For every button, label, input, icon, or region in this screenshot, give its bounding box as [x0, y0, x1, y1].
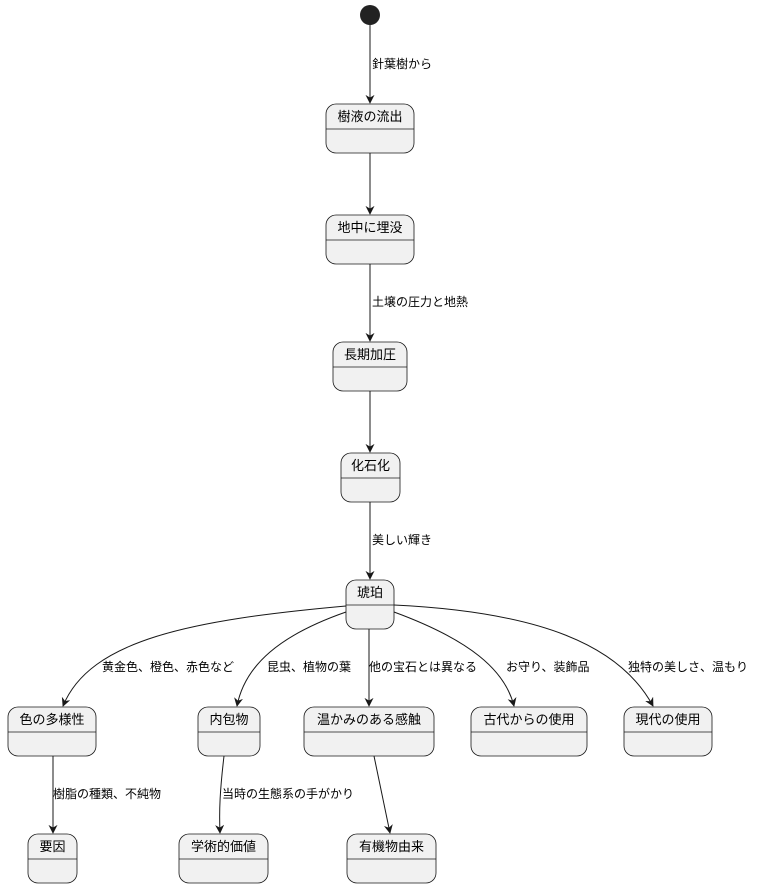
state-label: 琥珀 [357, 586, 383, 601]
state-box [623, 706, 713, 757]
transition-label: お守り、装飾品 [506, 660, 590, 674]
state-label: 有機物由来 [359, 840, 424, 855]
transition-label: 当時の生態系の手がかり [222, 786, 354, 801]
state-label: 要因 [39, 840, 65, 855]
transition-amber-warmth: 他の宝石とは異なる [364, 629, 477, 707]
transition-inclusions-academic: 当時の生態系の手がかり [215, 755, 354, 834]
transition-label: 樹脂の種類、不純物 [53, 786, 161, 801]
state-node-ancient: 古代からの使用 [470, 706, 588, 757]
state-node-cause: 要因 [27, 833, 78, 884]
transition-label: 昆虫、植物の葉 [267, 659, 351, 674]
state-box [7, 706, 97, 757]
state-node-buried: 地中に埋没 [325, 214, 415, 265]
transition-arrow [393, 611, 517, 707]
state-node-academic: 学術的価値 [178, 833, 269, 884]
state-label: 長期加圧 [344, 348, 396, 363]
transition-label: 独特の美しさ、温もり [628, 659, 748, 674]
state-box [178, 833, 269, 884]
transition-warmth-organic [373, 755, 393, 834]
state-box [340, 452, 401, 503]
transition-fossil-amber: 美しい輝き [365, 502, 432, 580]
transition-start-resin: 針葉樹から [365, 25, 432, 104]
transition-colors-cause: 樹脂の種類、不純物 [48, 756, 161, 834]
transition-arrow [373, 755, 393, 834]
state-node-resin: 樹液の流出 [325, 103, 415, 154]
state-box [27, 833, 78, 884]
transition-amber-modern: 独特の美しさ、温もり [393, 604, 748, 707]
state-node-inclusions: 内包物 [197, 706, 261, 757]
state-node-amber: 琥珀 [345, 579, 395, 630]
transition-label: 土壌の圧力と地熱 [372, 295, 468, 309]
state-node-fossil: 化石化 [340, 452, 401, 503]
start-node [360, 5, 380, 25]
state-label: 温かみのある感触 [317, 712, 421, 728]
state-box [325, 103, 415, 154]
state-label: 地中に埋没 [337, 221, 402, 236]
transition-amber-colors: 黄金色、橙色、赤色など [61, 605, 347, 707]
state-box [470, 706, 588, 757]
state-box [332, 341, 408, 392]
transition-arrow [61, 605, 347, 707]
state-node-pressure: 長期加圧 [332, 341, 408, 392]
state-box [345, 579, 395, 630]
transition-arrow [393, 604, 654, 707]
transition-label: 黄金色、橙色、赤色など [102, 659, 234, 674]
state-node-organic: 有機物由来 [346, 833, 437, 884]
state-node-modern: 現代の使用 [623, 706, 713, 757]
state-box [325, 214, 415, 265]
state-label: 化石化 [351, 459, 390, 474]
state-box [303, 706, 435, 757]
state-label: 学術的価値 [191, 839, 256, 855]
state-box [197, 706, 261, 757]
transition-arrow [215, 755, 225, 834]
state-label: 色の多様性 [19, 712, 84, 728]
transition-arrow [234, 611, 347, 707]
transition-amber-ancient: お守り、装飾品 [393, 611, 590, 707]
state-label: 現代の使用 [635, 712, 700, 728]
transition-label: 他の宝石とは異なる [369, 660, 477, 674]
transition-label: 美しい輝き [372, 533, 432, 547]
state-node-colors: 色の多様性 [7, 706, 97, 757]
transition-label: 針葉樹から [372, 56, 432, 71]
state-label: 内包物 [209, 712, 248, 728]
state-node-warmth: 温かみのある感触 [303, 706, 435, 757]
state-box [346, 833, 437, 884]
transition-amber-inclusions: 昆虫、植物の葉 [234, 611, 351, 707]
transition-buried-pressure: 土壌の圧力と地熱 [365, 264, 468, 342]
state-label: 樹液の流出 [337, 110, 402, 125]
state-label: 古代からの使用 [483, 712, 574, 728]
